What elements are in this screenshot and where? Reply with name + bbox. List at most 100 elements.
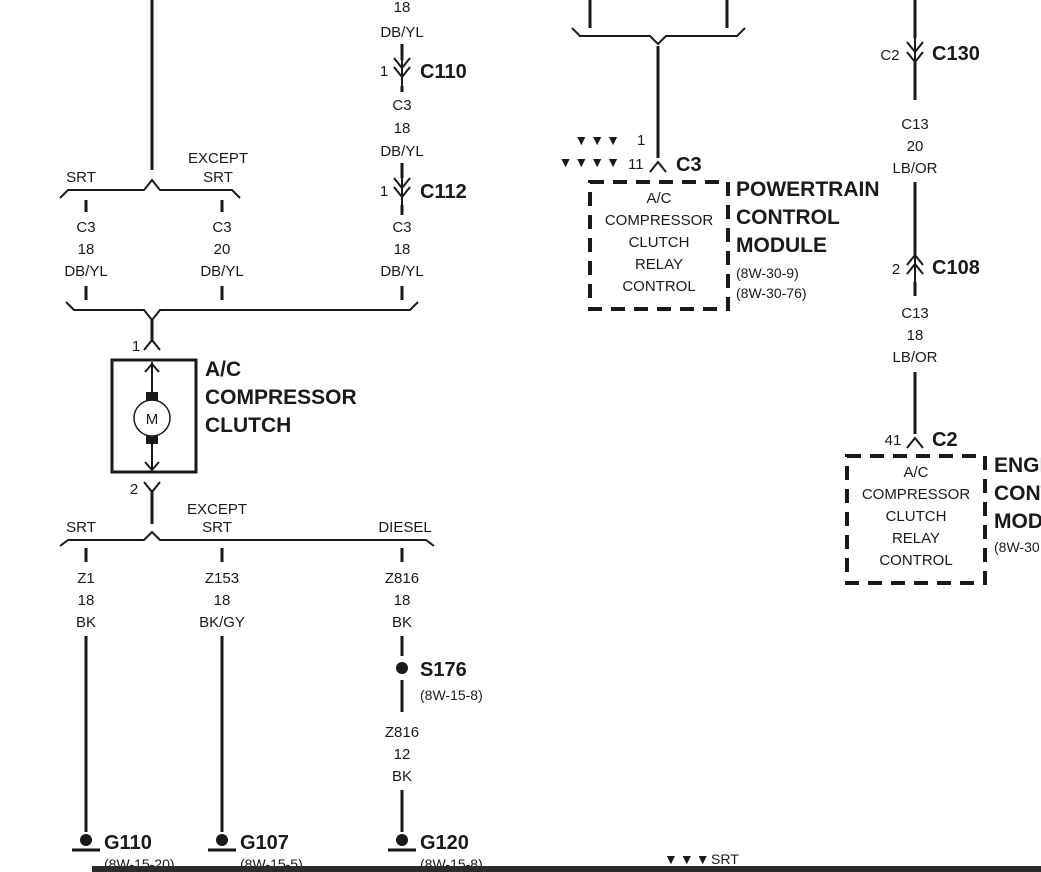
c110-connector-icon xyxy=(393,57,411,86)
lower-splice-except-srt: SRT xyxy=(202,519,232,536)
ecm-wire1-gauge: 20 xyxy=(907,138,924,155)
c108-connector-icon xyxy=(906,253,924,282)
ground-g110-label: G110 xyxy=(104,832,152,854)
pcm-pin-a-marks: ▼▼▼ xyxy=(574,132,622,148)
ecm-title-3: MODU xyxy=(994,510,1041,533)
wire-a-gauge: 18 xyxy=(78,241,95,258)
lower-splice-diesel: DIESEL xyxy=(378,519,431,536)
motor-label: M xyxy=(146,411,159,428)
ecm-title-2: CONT xyxy=(994,482,1041,505)
pcm-pin-b: 11 xyxy=(628,156,644,173)
pcm-connector-label: C3 xyxy=(676,154,702,176)
gw3b-gauge: 12 xyxy=(394,746,411,763)
ecm-wire1-circuit: C13 xyxy=(901,116,929,133)
bottom-bar xyxy=(92,866,1041,872)
pcm-box-l5: CONTROL xyxy=(622,278,695,295)
c110-pin: 1 xyxy=(380,63,388,80)
wire-c-gauge: 18 xyxy=(394,241,411,258)
wire-c-color: DB/YL xyxy=(380,263,423,280)
c112-label: C112 xyxy=(420,181,467,203)
clutch-pole-bottom xyxy=(146,434,158,444)
ecm-box-l2: COMPRESSOR xyxy=(862,486,971,503)
pcm-box-l1: A/C xyxy=(646,190,671,207)
pcm-title-3: MODULE xyxy=(736,234,827,257)
ground-icon xyxy=(388,834,416,852)
upper-splice-except-srt: SRT xyxy=(203,169,233,186)
ground-icon xyxy=(72,834,100,852)
ecm-box-l5: CONTROL xyxy=(879,552,952,569)
ecm-connector-label: C2 xyxy=(932,429,958,451)
lower-splice-except: EXCEPT xyxy=(187,501,247,518)
gw2-gauge: 18 xyxy=(214,592,231,609)
upper-splice-bracket xyxy=(59,178,241,199)
s176-splice-icon xyxy=(396,662,408,674)
pcm-box-l3: CLUTCH xyxy=(629,234,690,251)
lower-splice-srt: SRT xyxy=(66,519,96,536)
ecm-wire1-color: LB/OR xyxy=(892,160,937,177)
c110-label: C110 xyxy=(420,61,467,83)
ecm-title-1: ENGI xyxy=(994,454,1041,477)
ecm-wire2-gauge: 18 xyxy=(907,327,924,344)
motor-icon xyxy=(133,399,171,437)
wire-a-circuit: C3 xyxy=(76,219,95,236)
lower-splice-bracket xyxy=(59,530,435,547)
c112-wire-color: DB/YL xyxy=(380,143,423,160)
clutch-pin-bottom: 2 xyxy=(130,481,138,498)
c130-connector-icon xyxy=(906,38,924,64)
pcm-pin-b-marks: ▼▼▼▼ xyxy=(559,154,622,170)
ecm-box-l3: CLUTCH xyxy=(886,508,947,525)
c112-connector-icon xyxy=(393,177,411,205)
upper-splice-srt: SRT xyxy=(66,169,96,186)
c130-pin: C2 xyxy=(880,47,899,64)
gw3-circuit: Z816 xyxy=(385,570,419,587)
ecm-connector-icon xyxy=(906,436,924,449)
pcm-title-2: CONTROL xyxy=(736,206,840,229)
top-wire-color: DB/YL xyxy=(380,24,423,41)
clutch-title-3: CLUTCH xyxy=(205,414,291,437)
c112-wire-circuit: C3 xyxy=(392,97,411,114)
pcm-box-l4: RELAY xyxy=(635,256,683,273)
clutch-title-2: COMPRESSOR xyxy=(205,386,357,409)
pcm-title-1: POWERTRAIN xyxy=(736,178,880,201)
wire-b-color: DB/YL xyxy=(200,263,243,280)
c112-pin: 1 xyxy=(380,183,388,200)
clutch-arrow-down xyxy=(144,461,160,472)
clutch-arrow-up xyxy=(144,362,160,373)
ecm-box-l4: RELAY xyxy=(892,530,940,547)
clutch-pin1-icon xyxy=(143,338,161,351)
gw3b-circuit: Z816 xyxy=(385,724,419,741)
pcm-pin-a: 1 xyxy=(637,132,645,149)
gw2-circuit: Z153 xyxy=(205,570,239,587)
c108-pin: 2 xyxy=(892,261,900,278)
ground-icon xyxy=(208,834,236,852)
gw1-color: BK xyxy=(76,614,96,631)
top-wire-gauge: 18 xyxy=(394,0,411,16)
c130-label: C130 xyxy=(932,43,980,65)
pcm-connector-icon xyxy=(649,160,667,173)
ground-g107-label: G107 xyxy=(240,832,289,854)
legend-marks: ▼▼▼ xyxy=(664,851,712,867)
gw1-gauge: 18 xyxy=(78,592,95,609)
ecm-wire2-color: LB/OR xyxy=(892,349,937,366)
c108-label: C108 xyxy=(932,257,980,279)
wire-a-color: DB/YL xyxy=(64,263,107,280)
pcm-box xyxy=(588,180,730,311)
upper-splice-except: EXCEPT xyxy=(188,150,248,167)
legend-text: SRT xyxy=(711,851,739,867)
clutch-body xyxy=(110,358,198,474)
gw3-color: BK xyxy=(392,614,412,631)
pcm-ref-1: (8W-30-9) xyxy=(736,265,799,281)
s176-ref: (8W-15-8) xyxy=(420,687,483,703)
wire-b-circuit: C3 xyxy=(212,219,231,236)
gw3-gauge: 18 xyxy=(394,592,411,609)
s176-label: S176 xyxy=(420,659,467,681)
clutch-title-1: A/C xyxy=(205,358,241,381)
ecm-box xyxy=(845,454,987,585)
gw2-color: BK/GY xyxy=(199,614,245,631)
gw1-circuit: Z1 xyxy=(77,570,95,587)
pcm-top-bracket xyxy=(571,27,746,46)
ecm-pin: 41 xyxy=(885,432,902,449)
gw3b-color: BK xyxy=(392,768,412,785)
ground-g120-label: G120 xyxy=(420,832,469,854)
